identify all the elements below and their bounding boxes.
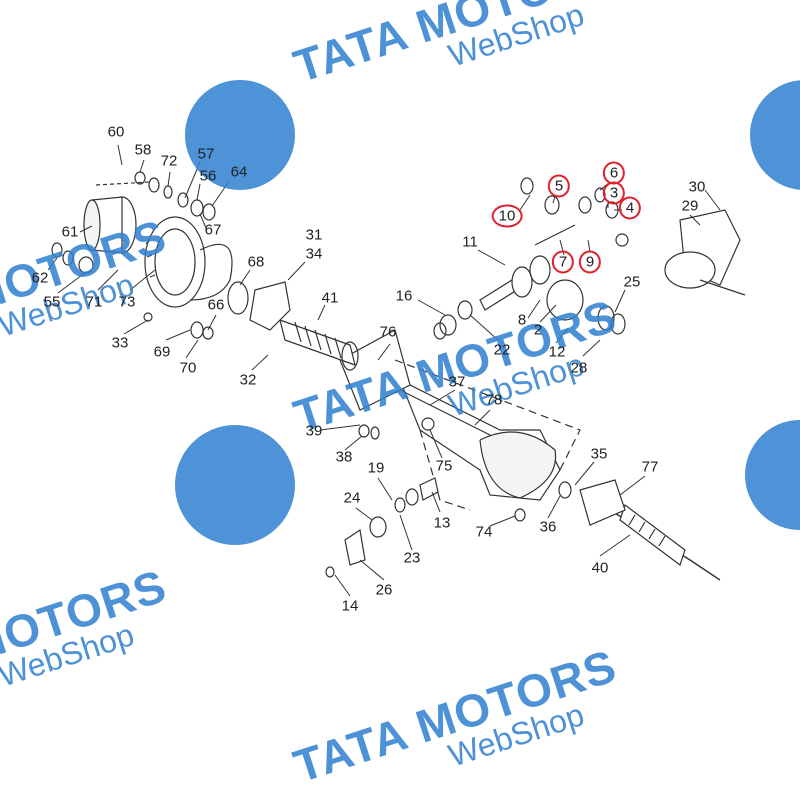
part-label[interactable]: 67 xyxy=(204,221,222,239)
part-label[interactable]: 22 xyxy=(493,341,511,359)
part-label[interactable]: 33 xyxy=(111,334,129,352)
part-label[interactable]: 39 xyxy=(305,422,323,440)
part-label[interactable]: 61 xyxy=(61,223,79,241)
part-label[interactable]: 23 xyxy=(403,549,421,567)
part-label[interactable]: 16 xyxy=(395,287,413,305)
part-label[interactable]: 76 xyxy=(379,323,397,341)
part-label[interactable]: 2 xyxy=(533,321,543,339)
part-label[interactable]: 29 xyxy=(681,197,699,215)
part-label[interactable]: 56 xyxy=(199,167,217,185)
part-label[interactable]: 12 xyxy=(548,343,566,361)
part-label[interactable]: 64 xyxy=(230,163,248,181)
highlighted-part-label[interactable]: 4 xyxy=(618,196,642,220)
part-label[interactable]: 68 xyxy=(247,253,265,271)
part-label[interactable]: 77 xyxy=(641,458,659,476)
part-label[interactable]: 74 xyxy=(475,523,493,541)
part-label[interactable]: 32 xyxy=(239,371,257,389)
part-label[interactable]: 34 xyxy=(305,245,323,263)
part-label[interactable]: 69 xyxy=(153,343,171,361)
part-label[interactable]: 72 xyxy=(160,152,178,170)
part-label[interactable]: 66 xyxy=(207,296,225,314)
part-label[interactable]: 36 xyxy=(539,518,557,536)
part-label[interactable]: 24 xyxy=(343,489,361,507)
highlighted-part-label[interactable]: 5 xyxy=(547,174,571,198)
part-label[interactable]: 28 xyxy=(570,359,588,377)
part-label[interactable]: 57 xyxy=(197,145,215,163)
watermark-logo xyxy=(185,80,295,190)
part-label[interactable]: 30 xyxy=(688,178,706,196)
part-label[interactable]: 73 xyxy=(118,293,136,311)
part-label[interactable]: 38 xyxy=(335,448,353,466)
part-label[interactable]: 58 xyxy=(134,141,152,159)
part-label[interactable]: 31 xyxy=(305,226,323,244)
part-label[interactable]: 62 xyxy=(31,269,49,287)
part-label[interactable]: 55 xyxy=(43,293,61,311)
part-label[interactable]: 40 xyxy=(591,559,609,577)
highlighted-part-label[interactable]: 10 xyxy=(491,204,523,228)
part-label[interactable]: 70 xyxy=(179,359,197,377)
highlighted-part-label[interactable]: 3 xyxy=(602,181,626,205)
part-label[interactable]: 13 xyxy=(433,514,451,532)
part-label[interactable]: 41 xyxy=(321,289,339,307)
highlighted-part-label[interactable]: 7 xyxy=(551,250,575,274)
part-label[interactable]: 26 xyxy=(375,581,393,599)
part-label[interactable]: 8 xyxy=(517,311,527,329)
part-label[interactable]: 35 xyxy=(590,445,608,463)
part-label[interactable]: 25 xyxy=(623,273,641,291)
part-label[interactable]: 14 xyxy=(341,597,359,615)
part-label[interactable]: 71 xyxy=(85,293,103,311)
part-label[interactable]: 19 xyxy=(367,459,385,477)
part-label[interactable]: 75 xyxy=(435,457,453,475)
part-label[interactable]: 60 xyxy=(107,123,125,141)
part-label[interactable]: 37 xyxy=(448,373,466,391)
part-label[interactable]: 11 xyxy=(462,233,478,251)
part-label[interactable]: 78 xyxy=(485,391,503,409)
watermark-logo xyxy=(175,425,295,545)
highlighted-part-label[interactable]: 9 xyxy=(578,250,602,274)
